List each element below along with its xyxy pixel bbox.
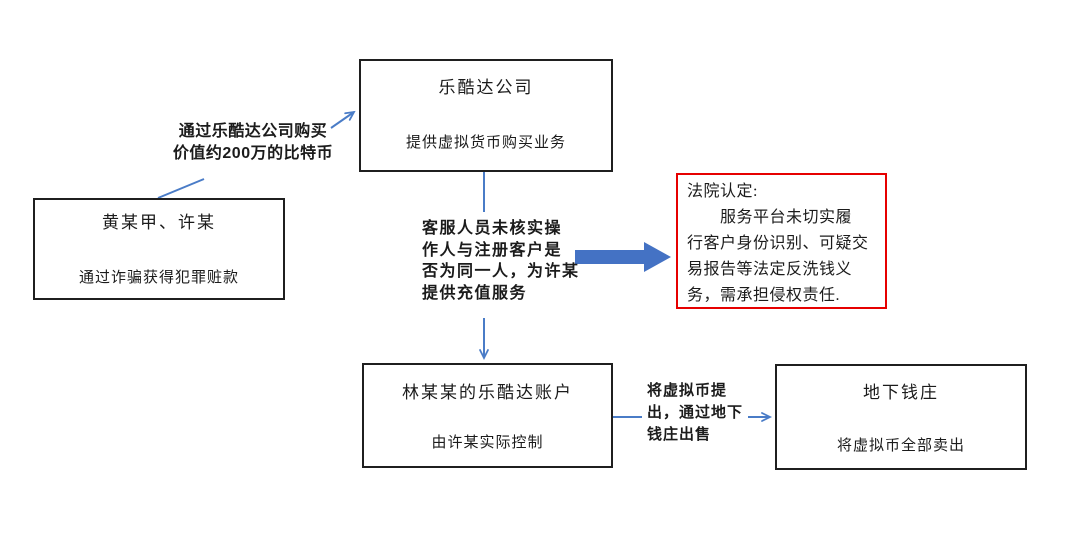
node-account-subtitle: 由许某实际控制 <box>431 435 544 451</box>
node-company: 乐酷达公司 提供虚拟货币购买业务 <box>359 59 613 172</box>
node-company-title: 乐酷达公司 <box>438 78 534 97</box>
edge-label-recharge: 客服人员未核实操 作人与注册客户是 否为同一人，为许某 提供充值服务 <box>422 220 580 302</box>
block-arrow-right-icon <box>575 242 671 272</box>
node-account: 林某某的乐酷达账户 由许某实际控制 <box>362 363 613 468</box>
node-fraudsters-subtitle: 通过诈骗获得犯罪赃款 <box>78 270 239 286</box>
court-finding-heading: 法院认定: <box>687 183 758 200</box>
node-fraudsters: 黄某甲、许某 通过诈骗获得犯罪赃款 <box>33 198 285 300</box>
edge-purchase-segment-lower <box>157 178 205 199</box>
edge-label-purchase: 通过乐酷达公司购买 价值约200万的比特币 <box>172 123 334 162</box>
node-underground-bank-subtitle: 将虚拟币全部卖出 <box>836 438 965 454</box>
node-company-subtitle: 提供虚拟货币购买业务 <box>405 135 566 151</box>
court-finding-box: 法院认定: 服务平台未切实履 行客户身份识别、可疑交 易报告等法定反洗钱义 务，… <box>676 173 887 309</box>
edge-purchase-segment-upper <box>330 110 356 129</box>
node-underground-bank: 地下钱庄 将虚拟币全部卖出 <box>775 364 1027 470</box>
node-account-title: 林某某的乐酷达账户 <box>402 383 573 402</box>
node-underground-bank-title: 地下钱庄 <box>863 383 939 402</box>
edge-label-withdraw: 将虚拟币提 出，通过地下 钱庄出售 <box>647 382 744 443</box>
node-fraudsters-title: 黄某甲、许某 <box>102 213 216 232</box>
court-finding-body: 服务平台未切实履 行客户身份识别、可疑交 易报告等法定反洗钱义 务，需承担侵权责… <box>687 209 869 304</box>
